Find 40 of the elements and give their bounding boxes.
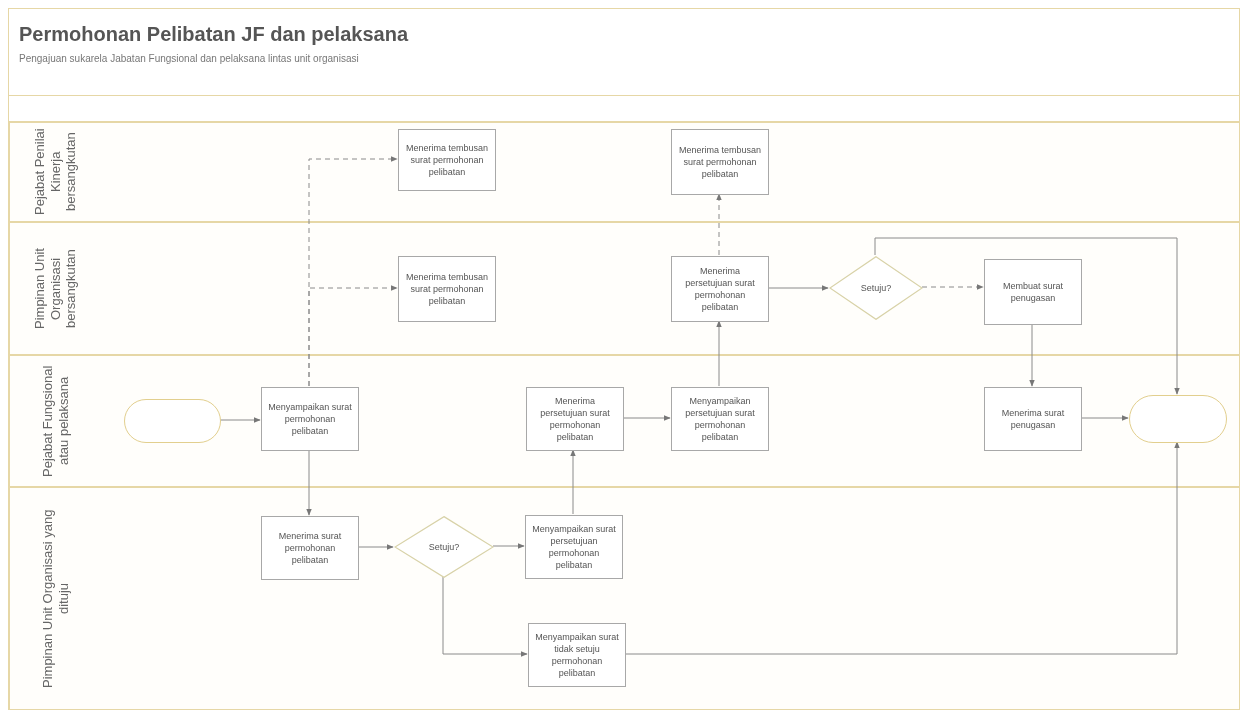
process-box: Menyampaikan surat tidak setuju permohonan pelibatan <box>528 623 626 687</box>
process-box: Menerima tembusan surat permohonan pelibatan <box>398 129 496 191</box>
arrow <box>492 543 525 549</box>
arrow <box>306 449 312 516</box>
process-box: Menyampaikan surat persetujuan permohonan pelibatan <box>525 515 623 579</box>
decision-diamond: Setuju? <box>394 516 494 578</box>
dashed-arrow <box>921 284 984 290</box>
arrow <box>767 285 829 291</box>
swimlane <box>8 222 1240 355</box>
arrow <box>622 415 671 421</box>
swimlane <box>8 355 1240 487</box>
arrow <box>1029 323 1035 387</box>
dashed-arrow <box>308 285 398 387</box>
process-box: Membuat surat penugasan <box>984 259 1082 325</box>
lane-label: Pejabat Penilai Kinerja bersangkutan <box>9 123 101 221</box>
diagram-title: Permohonan Pelibatan JF dan pelaksana <box>19 23 408 46</box>
lane-label: Pimpinan Unit Organisasi bersangkutan <box>9 223 101 354</box>
process-box: Menyampaikan persetujuan surat permohonan pelibatan <box>671 387 769 451</box>
swimlane <box>8 487 1240 710</box>
arrow <box>570 449 576 515</box>
arrow <box>624 441 1180 655</box>
process-box: Menerima surat permohonan pelibatan <box>261 516 359 580</box>
lane-label: Pejabat Fungsional atau pelaksana <box>9 356 101 486</box>
arrow <box>1080 415 1129 421</box>
arrow <box>874 237 1180 395</box>
process-box: Menyampaikan surat permohonan pelibatan <box>261 387 359 451</box>
process-box: Menerima persetujuan surat permohonan pelibatan <box>671 256 769 322</box>
process-box: Menerima tembusan surat permohonan pelibatan <box>671 129 769 195</box>
subtitle-text: Pengajuan sukarela Jabatan Fungsional dan pelaksana lintas unit organisasi <box>19 53 359 64</box>
process-box: Menerima tembusan surat permohonan pelibatan <box>398 256 496 322</box>
arrow <box>442 576 528 657</box>
arrow <box>219 417 261 423</box>
process-box: Menerima surat penugasan <box>984 387 1082 451</box>
arrow <box>716 320 722 387</box>
process-box: Menerima persetujuan surat permohonan pelibatan <box>526 387 624 451</box>
lane-label: Pimpinan Unit Organisasi yang dituju <box>9 488 101 709</box>
arrow <box>357 544 394 550</box>
decision-diamond: Setuju? <box>829 256 923 320</box>
dashed-arrow <box>716 193 722 256</box>
swimlane <box>8 122 1240 222</box>
